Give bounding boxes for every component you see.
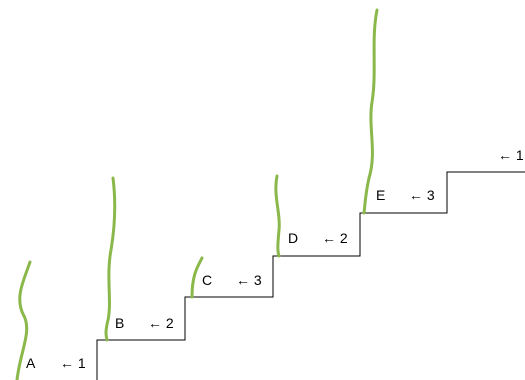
step-arrow-top: ← 1 [498,147,524,163]
step-arrow-a: ← 1 [60,355,86,371]
step-label-b: B [115,315,124,331]
vine-a [15,260,32,380]
step-label-e: E [376,187,385,203]
step-label-a: A [26,355,36,371]
staircase-line [96,171,525,380]
step-arrow-e: ← 3 [409,187,435,203]
step-label-c: C [202,272,212,288]
vine-b [104,176,117,342]
step-arrow-b: ← 2 [148,315,174,331]
step-arrow-d: ← 2 [322,230,348,246]
step-arrow-c: ← 3 [236,272,262,288]
vine-e [362,8,379,215]
vine-d [274,174,281,258]
vine-c [190,256,204,299]
step-label-d: D [288,230,298,246]
